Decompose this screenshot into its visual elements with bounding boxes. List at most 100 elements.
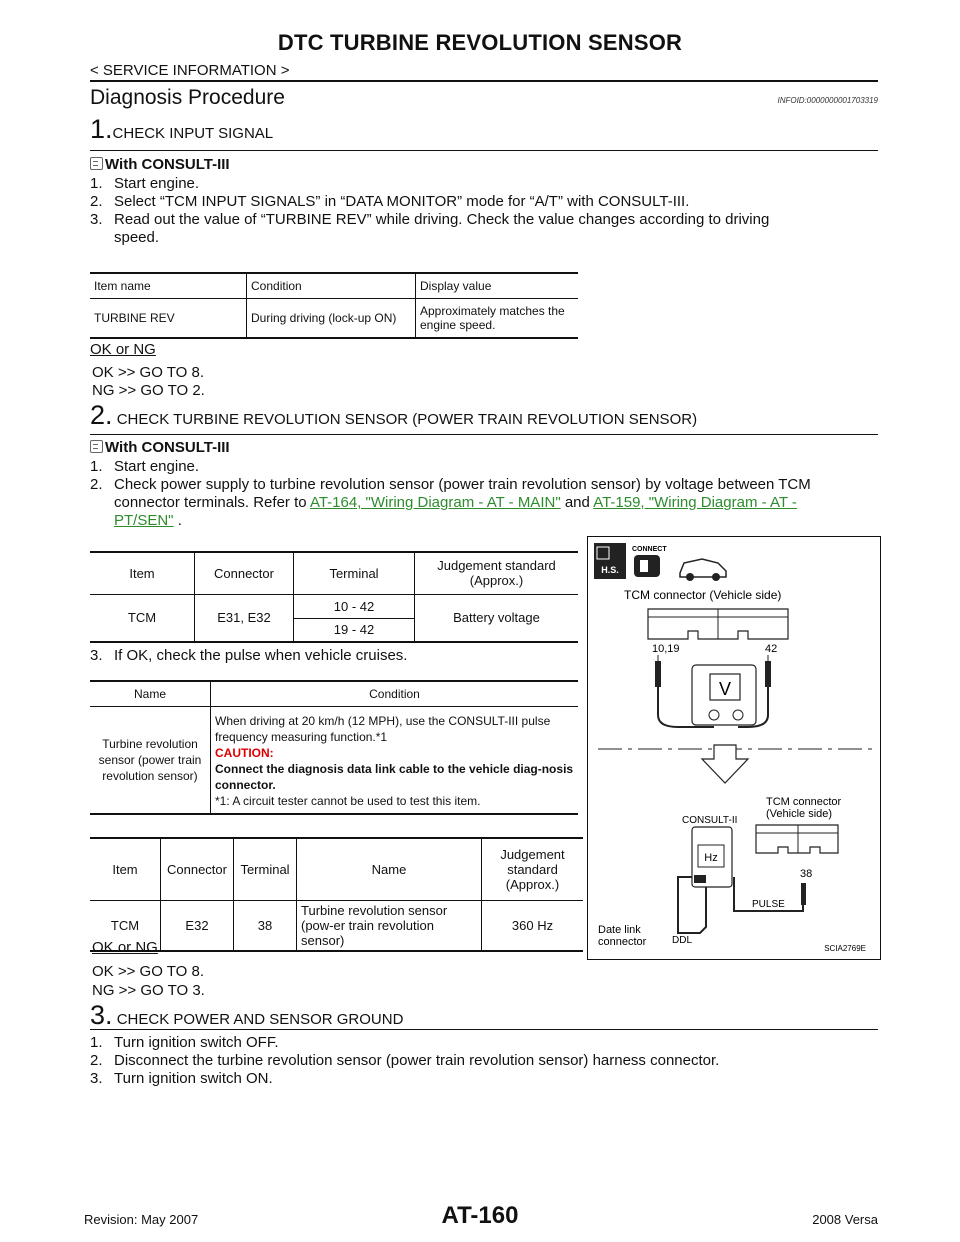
list-item-cont: connector terminals. Refer to AT-164, "W… (90, 494, 878, 512)
pulse-wire (733, 877, 804, 912)
list-text: Turn ignition switch OFF. (114, 1034, 279, 1051)
plus-terminal-icon (708, 709, 720, 721)
list-item: 1. Start engine. (90, 175, 878, 193)
diagnosis-heading: Diagnosis Procedure (90, 86, 285, 109)
probe-icon (801, 883, 806, 905)
table-header: Terminal (293, 552, 415, 594)
consult-text: With CONSULT-III (105, 156, 230, 173)
step-number: 1. (90, 114, 113, 144)
table-header: Judgement standard (Approx.) (481, 838, 583, 900)
list-text: . (177, 512, 182, 529)
step-title: CHECK TURBINE REVOLUTION SENSOR (POWER T… (116, 411, 698, 428)
car-icon (679, 558, 727, 578)
ok-result: OK >> GO TO 8. (92, 364, 204, 381)
model-name: 2008 Versa (812, 1212, 878, 1227)
minus-terminal-icon (732, 709, 744, 721)
voltmeter-icon (691, 664, 757, 726)
pin-label: 10,19 (652, 643, 680, 655)
table-header: Judgement standard (Approx.) (414, 552, 578, 594)
table-header: Item (112, 861, 138, 877)
wiring-diagram-ptsen-link-cont[interactable]: PT/SEN" (114, 512, 174, 529)
table-cell: Turbine revolution sensor (power train r… (98, 736, 202, 783)
list-item: 2.Check power supply to turbine revoluti… (90, 476, 878, 494)
table-cell: Approximately matches the engine speed. (415, 298, 578, 338)
table-cell: When driving at 20 km/h (12 MPH), use th… (210, 706, 578, 814)
table-header: Item name (94, 278, 151, 293)
connector-diagram: H.S. CONNECT TCM connector (Vehicle side… (587, 536, 881, 960)
table-cell: 360 Hz (481, 900, 583, 951)
list-num: 3. (90, 211, 103, 228)
list-item: 3.Turn ignition switch ON. (90, 1070, 878, 1088)
list-item: 2.Select “TCM INPUT SIGNALS” in “DATA MO… (90, 193, 878, 211)
power-supply-table: Item Connector Terminal Judgement standa… (90, 551, 578, 643)
table-header: Condition (210, 681, 578, 706)
page-number: AT-160 (441, 1202, 519, 1229)
section-breadcrumb: < SERVICE INFORMATION > (90, 62, 290, 79)
list-text: Start engine. (114, 175, 200, 192)
pin-label: 42 (765, 643, 777, 655)
table-cell: TCM (110, 917, 140, 933)
footnote: *1: A circuit tester cannot be used to t… (215, 793, 481, 808)
list-text: Start engine. (114, 458, 200, 475)
revision-date: Revision: May 2007 (84, 1212, 199, 1227)
table-cell: TURBINE REV (94, 310, 175, 325)
table-header: Terminal (233, 838, 297, 900)
consult-text: With CONSULT-III (105, 439, 230, 456)
condition-text: When driving at 20 km/h (12 MPH), use th… (215, 713, 551, 744)
tcm-connector-vehicle-label: TCM connector (Vehicle side) (624, 588, 781, 602)
step-number: 3. (90, 1000, 113, 1030)
step-rule (90, 150, 878, 151)
wiring-diagram-main-link[interactable]: AT-164, "Wiring Diagram - AT - MAIN" (309, 494, 561, 511)
probe-icon (655, 661, 661, 687)
list-num: 3. (90, 647, 103, 664)
hz-label: Hz (704, 852, 717, 864)
hs-badge-icon (594, 543, 626, 579)
list-item: 2.Disconnect the turbine revolution sens… (90, 1052, 878, 1070)
data-link-label: Date link (598, 924, 641, 936)
probe-wire (738, 687, 769, 728)
list-text: If OK, check the pulse when vehicle crui… (114, 647, 408, 664)
table-cell: 38 (233, 900, 297, 951)
diagram-svg: H.S. CONNECT TCM connector (Vehicle side… (594, 543, 872, 953)
wheel-icon (686, 573, 694, 581)
step-2-heading: 2. CHECK TURBINE REVOLUTION SENSOR (POWE… (90, 400, 697, 431)
ok-result: OK >> GO TO 8. (92, 963, 204, 980)
caution-label: CAUTION: (215, 745, 274, 760)
consult-ii-label: CONSULT-II (682, 815, 737, 826)
list-text: Disconnect the turbine revolution sensor… (114, 1052, 720, 1069)
wheel-icon (712, 573, 720, 581)
step-title: CHECK POWER AND SENSOR GROUND (116, 1011, 404, 1028)
step-rule (90, 434, 878, 435)
step-rule (90, 1029, 878, 1030)
consult-tool-icon (90, 440, 103, 453)
list-item: 1. Start engine. (90, 458, 878, 476)
tcm-connector-shape (755, 824, 839, 854)
list-num: 1. (90, 1034, 103, 1051)
list-text: Check power supply to turbine revolution… (114, 476, 811, 493)
turbine-rev-table: Item name Condition Display value TURBIN… (90, 272, 578, 339)
step-3-heading: 3. CHECK POWER AND SENSOR GROUND (90, 1000, 403, 1031)
table-header: Connector (160, 838, 234, 900)
page-title: DTC TURBINE REVOLUTION SENSOR (277, 30, 683, 55)
step-number: 2. (90, 400, 113, 430)
connector-label: connector (598, 936, 647, 948)
pin-38-label: 38 (800, 868, 812, 880)
table-header: Name (133, 686, 166, 701)
consult-ii-button (694, 875, 706, 883)
table-cell: 10 - 42 (293, 594, 415, 618)
table-cell: E31, E32 (194, 594, 294, 643)
wiring-diagram-ptsen-link[interactable]: AT-159, "Wiring Diagram - AT - (593, 494, 797, 511)
ok-or-ng-label: OK or NG (90, 341, 156, 358)
list-num: 1. (90, 458, 103, 475)
list-text: Read out the value of “TURBINE REV” whil… (114, 211, 770, 228)
ok-or-ng-label: OK or NG (92, 939, 158, 956)
table-cell: Turbine revolution sensor (pow-er train … (296, 900, 482, 951)
ng-result: NG >> GO TO 3. (92, 982, 205, 999)
list-num: 1. (90, 175, 103, 192)
table-header: Name (296, 838, 482, 900)
table-cell: Battery voltage (414, 594, 578, 643)
caution-text: Connect the diagnosis data link cable to… (215, 761, 574, 792)
list-text: and (564, 494, 590, 511)
step-title: CHECK INPUT SIGNAL (112, 125, 274, 142)
figure-code: SCIA2769E (824, 944, 866, 953)
